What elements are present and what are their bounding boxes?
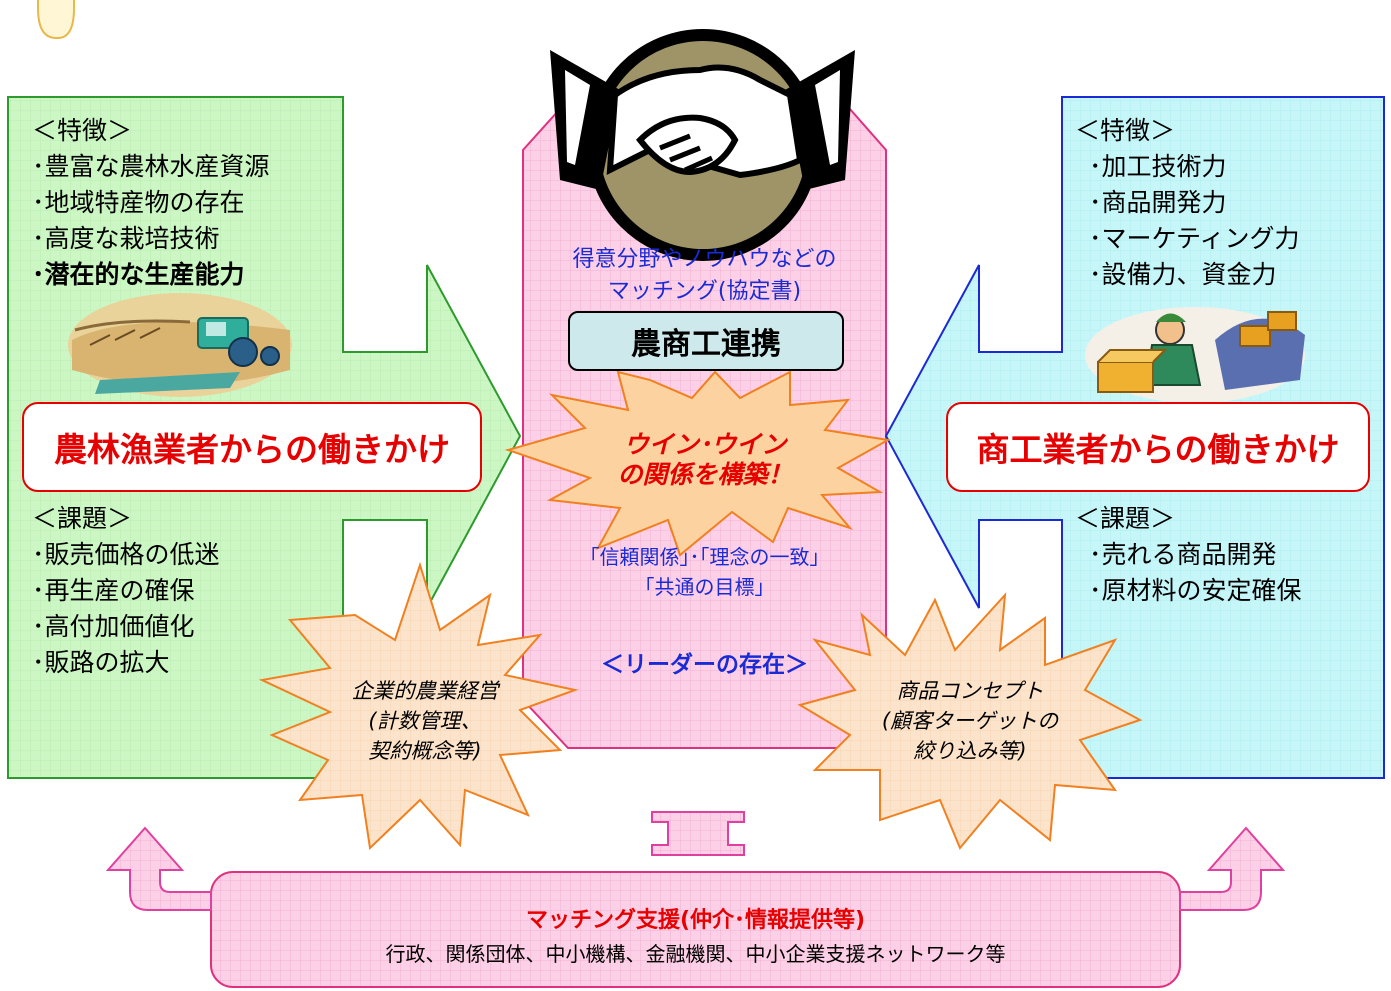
- right-features: ＜特徴＞ ･加工技術力 ･商品開発力 ･マーケティング力 ･設備力、資金力: [1075, 113, 1300, 293]
- right-feature-item: ･設備力、資金力: [1089, 260, 1277, 289]
- left-issues-heading: ＜課題＞: [32, 504, 133, 533]
- factory-worker-icon: [1085, 307, 1305, 403]
- right-issue-item: ･売れる商品開発: [1089, 540, 1277, 569]
- bottom-box: [210, 871, 1181, 988]
- left-issue-item: ･高付加価値化: [32, 612, 195, 641]
- left-features: ＜特徴＞ ･豊富な農林水産資源 ･地域特産物の存在 ･高度な栽培技術 ･潜在的な…: [32, 113, 270, 293]
- corner-tab: [37, 0, 75, 39]
- left-issue-item: ･再生産の確保: [32, 576, 195, 605]
- winwin-text: ウイン･ウイン の関係を構築！: [560, 430, 850, 490]
- left-issue-item: ･販路の拡大: [32, 648, 170, 677]
- left-issue-item: ･販売価格の低迷: [32, 540, 220, 569]
- leader-text: ＜リーダーの存在＞: [601, 652, 808, 678]
- bottom-text: 行政、関係団体、中小機構、金融機関、中小企業支援ネットワーク等: [385, 942, 1006, 966]
- right-feature-item: ･商品開発力: [1089, 188, 1227, 217]
- matching-line-2: マッチング(協定書): [607, 279, 802, 304]
- winwin-line-1: ウイン･ウイン: [623, 430, 787, 459]
- bottom-title: マッチング支援(仲介･情報提供等): [525, 908, 866, 933]
- left-feature-item: ･豊富な農林水産資源: [32, 152, 270, 181]
- right-issues: ＜課題＞ ･売れる商品開発 ･原材料の安定確保: [1075, 501, 1302, 609]
- winwin-burst: [504, 370, 892, 557]
- left-feature-item: ･高度な栽培技術: [32, 224, 220, 253]
- winwin-line-2: の関係を構築！: [617, 460, 793, 489]
- matching-line-1: 得意分野やノウハウなどの: [572, 247, 837, 272]
- right-burst-line: 絞り込み等): [913, 739, 1027, 763]
- right-feature-item: ･加工技術力: [1089, 152, 1227, 181]
- trust-line-1: ｢信頼関係｣･｢理念の一致｣: [589, 545, 820, 569]
- right-banner: 商工業者からの働きかけ: [946, 402, 1370, 492]
- right-features-heading: ＜特徴＞: [1075, 116, 1176, 145]
- right-burst-line: 商品コンセプト: [896, 679, 1044, 703]
- left-up-arrow: [105, 826, 212, 911]
- right-burst-text: 商品コンセプト (顧客ターゲットの 絞り込み等): [855, 676, 1085, 766]
- trust-text: ｢信頼関係｣･｢理念の一致｣ ｢共通の目標｣: [523, 542, 886, 602]
- double-arrow: [651, 811, 745, 856]
- matching-text: 得意分野やノウハウなどの マッチング(協定書): [523, 244, 886, 308]
- center-title: 農商工連携: [568, 311, 844, 371]
- right-issue-item: ･原材料の安定確保: [1089, 576, 1302, 605]
- right-burst-line: (顧客ターゲットの: [881, 709, 1059, 733]
- tractor-icon: [68, 293, 292, 397]
- left-burst: [258, 561, 579, 851]
- left-issues: ＜課題＞ ･販売価格の低迷 ･再生産の確保 ･高付加価値化 ･販路の拡大: [32, 501, 220, 681]
- right-burst: [797, 592, 1143, 850]
- handshake-icon: [550, 29, 855, 261]
- left-feature-item: ･潜在的な生産能力: [32, 260, 245, 289]
- trust-line-2: ｢共通の目標｣: [644, 575, 765, 599]
- right-up-arrow: [1179, 826, 1286, 911]
- right-feature-item: ･マーケティング力: [1089, 224, 1300, 253]
- left-feature-item: ･地域特産物の存在: [32, 188, 245, 217]
- left-burst-line: (計数管理、: [368, 709, 482, 733]
- right-issues-heading: ＜課題＞: [1075, 504, 1176, 533]
- left-burst-line: 企業的農業経営: [351, 679, 499, 703]
- left-burst-text: 企業的農業経営 (計数管理、 契約概念等): [310, 676, 540, 766]
- left-banner: 農林漁業者からの働きかけ: [22, 402, 482, 492]
- left-features-heading: ＜特徴＞: [32, 116, 133, 145]
- left-burst-line: 契約概念等): [368, 739, 482, 763]
